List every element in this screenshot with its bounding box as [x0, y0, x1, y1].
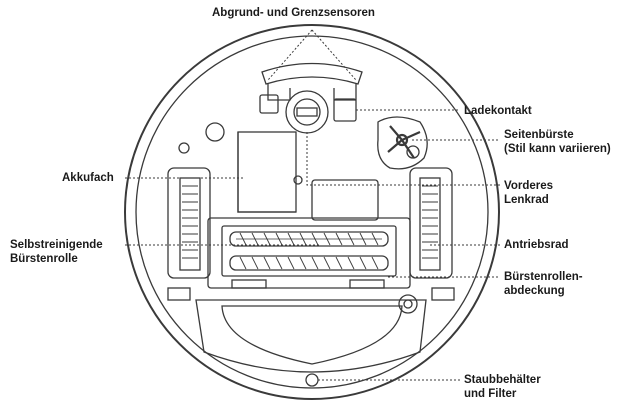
- dust-bin-release-icon: [305, 373, 319, 387]
- screw-icon: [205, 122, 225, 142]
- rear-clip-right: [431, 287, 455, 301]
- leader-cliff-sensors: [267, 29, 357, 81]
- cover-latch-left: [231, 279, 267, 289]
- label-cliff-sensors: Abgrund- und Grenzsensoren: [212, 7, 375, 19]
- rear-clip-left: [167, 287, 191, 301]
- dust-bin-outline: [195, 299, 427, 373]
- self-cleaning-brush-roll: [229, 231, 389, 271]
- battery-cover-edge: [237, 132, 296, 213]
- charging-contact-left: [259, 94, 279, 114]
- front-caster-wheel-outer: [285, 90, 329, 134]
- sensor-bracket-left: [267, 84, 291, 101]
- label-self-cleaning-roll: Selbstreinigende Bürstenrolle: [10, 239, 103, 265]
- battery-compartment: [237, 131, 297, 213]
- label-bin-filter: Staubbehälter und Filter: [464, 374, 541, 400]
- label-front-wheel: Vorderes Lenkrad: [504, 180, 554, 206]
- label-charging-contact: Ladekontakt: [464, 105, 532, 117]
- side-brush-icon: [387, 125, 421, 159]
- front-sensor-window: [261, 62, 363, 85]
- leader-front-wheel: [306, 132, 500, 186]
- brush-roll-frame: [221, 225, 397, 277]
- cover-latch-right: [349, 279, 385, 289]
- screw-icon: [178, 142, 190, 154]
- label-battery: Akkufach: [62, 172, 114, 184]
- label-drive-wheel: Antriebsrad: [504, 239, 569, 251]
- front-caster-axle: [296, 107, 318, 117]
- robot-body-inner-rim: [135, 35, 489, 389]
- charging-contact-right: [333, 98, 357, 122]
- sensor-bracket-right: [333, 84, 357, 101]
- rear-screw-icon: [403, 299, 413, 309]
- robot-body-outline: [124, 24, 500, 400]
- label-roll-cover: Bürstenrollen- abdeckung: [504, 271, 583, 297]
- label-side-brush: Seitenbürste (Stil kann variieren): [504, 129, 611, 155]
- center-panel: [311, 179, 379, 221]
- side-brush-recess: [377, 116, 428, 170]
- screw-icon: [293, 175, 303, 185]
- dust-bin-inner: [221, 305, 403, 365]
- brush-roll-cover: [207, 217, 411, 289]
- drive-wheel-left: [167, 167, 211, 279]
- front-caster-wheel-inner: [293, 98, 321, 126]
- rear-screw-icon: [398, 294, 418, 314]
